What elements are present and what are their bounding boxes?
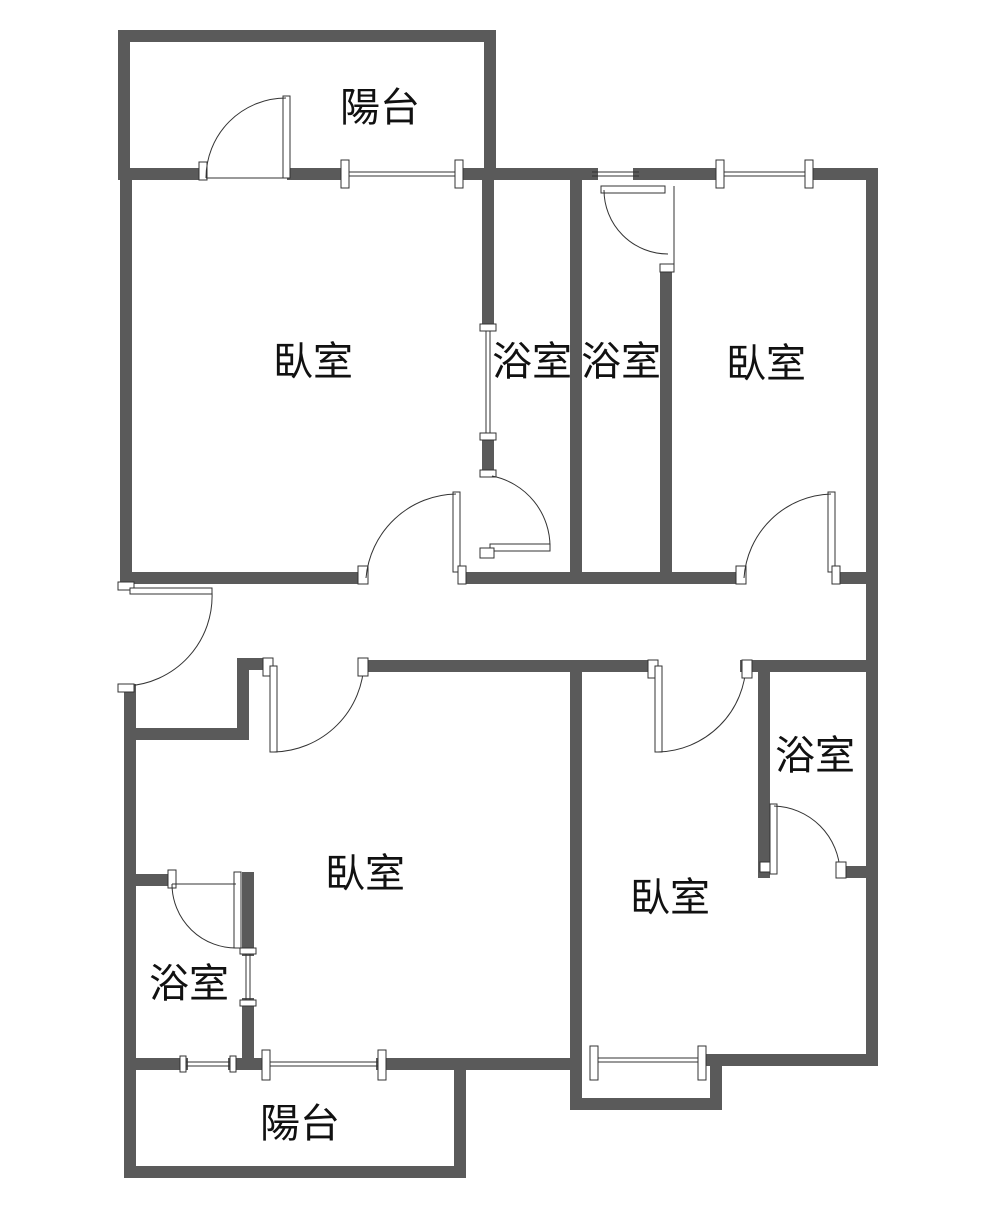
window-bath3-south — [179, 1055, 237, 1073]
label-bedroom-bottom-right: 臥室 — [630, 875, 710, 921]
door-entrance[interactable] — [117, 581, 213, 693]
window-bath3-east — [239, 947, 257, 1007]
label-bathroom-bottom-right: 浴室 — [775, 733, 855, 779]
door-bedroom3[interactable] — [262, 657, 369, 753]
window-bedroom4-south — [589, 1045, 707, 1081]
doors — [117, 95, 847, 949]
label-bedroom-top-left: 臥室 — [273, 339, 353, 385]
label-bedroom-bottom-left: 臥室 — [325, 851, 405, 897]
window-bath1-west — [479, 323, 497, 441]
door-bath3[interactable] — [167, 869, 242, 949]
window-bedroom1-north — [340, 159, 464, 189]
window-bedroom2-north — [715, 159, 814, 189]
label-bathroom-center-right: 浴室 — [581, 339, 661, 385]
wall-corridor-south-west — [124, 658, 271, 740]
windows — [179, 159, 814, 1081]
label-balcony-top: 陽台 — [340, 85, 420, 131]
wall-balcony-bottom — [124, 1058, 466, 1178]
door-bath1[interactable] — [479, 469, 551, 559]
door-balcony-top[interactable] — [198, 95, 291, 181]
door-bath4[interactable] — [759, 803, 847, 879]
door-bedroom2[interactable] — [735, 491, 841, 585]
door-bedroom4[interactable] — [647, 659, 753, 753]
room-labels: 陽台 臥室 浴室 浴室 臥室 浴室 臥室 臥室 浴室 陽台 — [149, 85, 855, 1147]
label-bathroom-bottom-left: 浴室 — [149, 961, 229, 1007]
label-balcony-bottom: 陽台 — [260, 1101, 340, 1147]
wall-balcony-top — [118, 30, 496, 180]
label-bedroom-top-right: 臥室 — [726, 341, 806, 387]
door-bath2[interactable] — [600, 185, 675, 273]
window-bath2-north — [592, 171, 639, 177]
window-bedroom3-south — [261, 1049, 387, 1081]
door-bedroom1[interactable] — [357, 491, 467, 585]
label-bathroom-center-left: 浴室 — [492, 339, 572, 385]
walls — [118, 30, 878, 1178]
